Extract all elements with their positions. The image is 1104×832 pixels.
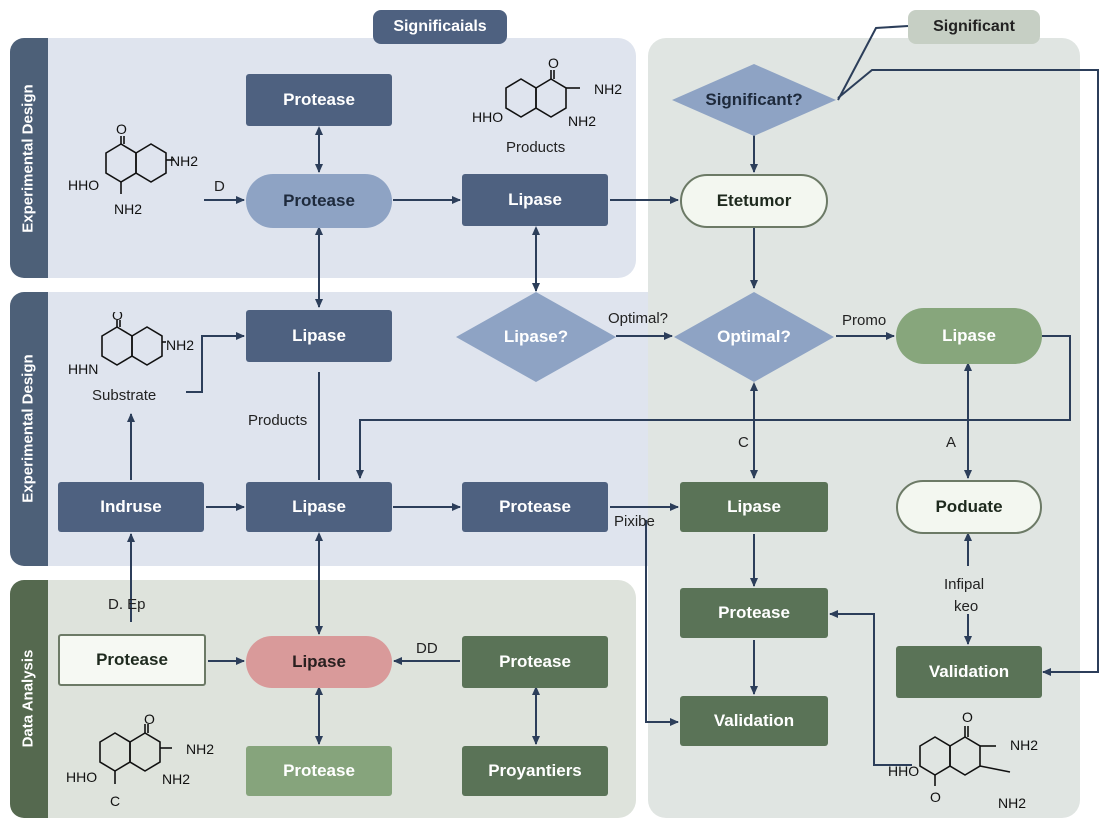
label-products-mid: Products xyxy=(248,412,308,429)
indruse-node[interactable]: Indruse xyxy=(58,482,204,532)
m4-top: O xyxy=(144,712,155,727)
label-keo: keo xyxy=(954,598,979,615)
optimal-decision-label: Optimal? xyxy=(717,327,791,346)
m1-bottom: NH2 xyxy=(114,201,142,217)
molecule-structure-4: O HHO NH2 C NH2 xyxy=(66,712,214,809)
protease-light-green-node[interactable]: Protease xyxy=(246,746,392,796)
protease-white-node[interactable]: Protease xyxy=(58,634,206,686)
m5-bottom: O xyxy=(930,789,941,805)
protease-top-node[interactable]: Protease xyxy=(246,74,392,126)
label-pixibe: Pixibe xyxy=(614,513,655,530)
lane1-tab xyxy=(10,38,48,278)
label-substrate: Substrate xyxy=(92,387,157,404)
m2-left: HHO xyxy=(472,109,503,125)
chip-significaials: Significaials xyxy=(373,10,507,44)
etetumor-node[interactable]: Etetumor xyxy=(680,174,828,228)
molecule-structure-2: O HHO NH2 NH2 xyxy=(472,56,622,129)
m5-left: HHO xyxy=(888,763,919,779)
label-products-top: Products xyxy=(506,139,566,156)
m4-left: HHO xyxy=(66,769,97,785)
lane2-tab xyxy=(10,292,48,566)
protease-green-right-node[interactable]: Protease xyxy=(680,588,828,638)
m5-top: O xyxy=(962,709,973,725)
m1-top: O xyxy=(116,121,127,137)
m1-right: NH2 xyxy=(170,153,198,169)
significant-decision[interactable]: Significant? xyxy=(670,62,838,138)
protease-dark-green-node[interactable]: Protease xyxy=(462,636,608,688)
m3-left: HHN xyxy=(68,361,98,377)
label-dd: DD xyxy=(416,640,438,657)
m4-bottom: C xyxy=(110,793,120,809)
m3-top: O xyxy=(112,312,123,323)
lipase-center-node[interactable]: Lipase xyxy=(246,482,392,532)
significant-decision-label: Significant? xyxy=(705,90,803,109)
lipase-top-node[interactable]: Lipase xyxy=(462,174,608,226)
molecule-structure-5: O HHO NH2 O NH2 xyxy=(888,709,1038,811)
proyantiers-node[interactable]: Proyantiers xyxy=(462,746,608,796)
lipase-mid-node[interactable]: Lipase xyxy=(246,310,392,362)
m2-right: NH2 xyxy=(594,81,622,97)
label-c: C xyxy=(738,434,749,451)
label-d: D xyxy=(214,178,225,195)
lipase-red-node[interactable]: Lipase xyxy=(246,636,392,688)
protease-pill-node[interactable]: Protease xyxy=(246,174,392,228)
m2-bottom: NH2 xyxy=(568,113,596,129)
protease-center-node[interactable]: Protease xyxy=(462,482,608,532)
validation-right-node[interactable]: Validation xyxy=(896,646,1042,698)
label-infipal: Infipal xyxy=(944,576,985,593)
lipase-green-node[interactable]: Lipase xyxy=(680,482,828,532)
lane3-tab xyxy=(10,580,48,818)
m5-bottom2: NH2 xyxy=(998,795,1026,811)
lipase-decision[interactable]: Lipase? xyxy=(454,290,618,384)
lipase-decision-label: Lipase? xyxy=(503,327,569,346)
validation-bottom-node[interactable]: Validation xyxy=(680,696,828,746)
m1-left: HHO xyxy=(68,177,99,193)
m5-right: NH2 xyxy=(1010,737,1038,753)
m4-bottom2: NH2 xyxy=(162,771,190,787)
label-d-ep: D. Ep xyxy=(108,596,146,613)
label-promo: Promo xyxy=(842,312,887,329)
m2-top: O xyxy=(548,56,559,71)
molecule-structure-1: O HHO NH2 NH2 xyxy=(68,121,198,217)
optimal-decision[interactable]: Optimal? xyxy=(672,290,836,384)
label-a: A xyxy=(946,434,957,451)
chip-significant: Significant xyxy=(908,10,1040,44)
molecule-structure-3: O HHN NH2 xyxy=(68,312,194,377)
m4-right: NH2 xyxy=(186,741,214,757)
poduate-node[interactable]: Poduate xyxy=(896,480,1042,534)
lipase-right-pill-node[interactable]: Lipase xyxy=(896,308,1042,364)
label-optimal: Optimal? xyxy=(608,310,669,327)
m3-right: NH2 xyxy=(166,337,194,353)
